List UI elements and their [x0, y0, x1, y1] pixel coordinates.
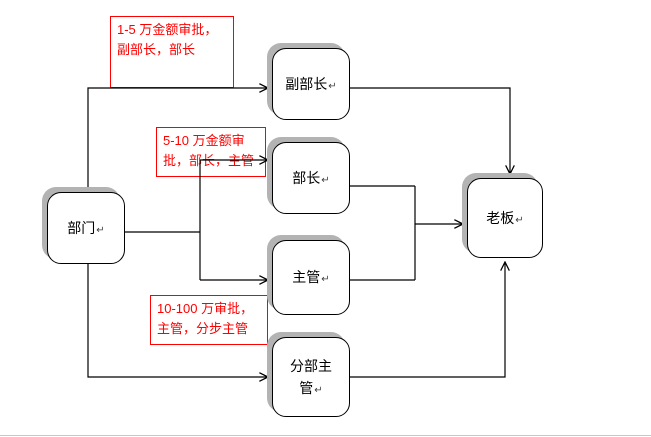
- node-label: 分部主管: [290, 357, 332, 396]
- paragraph-mark-icon: ↵: [96, 224, 105, 236]
- node-label: 副部长: [285, 75, 328, 92]
- node-boss: 老板↵: [467, 178, 543, 258]
- annotation-text: 10-100 万审批，主管，分步主管: [157, 301, 254, 336]
- node-supervisor: 主管↵: [272, 240, 350, 315]
- paragraph-mark-icon: ↵: [321, 274, 330, 286]
- paragraph-mark-icon: ↵: [328, 80, 337, 92]
- annotation-amount-10-100w: 10-100 万审批，主管，分步主管: [150, 295, 268, 345]
- node-branch-supervisor: 分部主管↵: [272, 337, 350, 417]
- node-department: 部门↵: [47, 192, 125, 264]
- connector-vice-minister-boss: [350, 87, 510, 174]
- annotation-text: 1-5 万金额审批，副部长，部长: [117, 22, 218, 57]
- paragraph-mark-icon: ↵: [321, 174, 330, 186]
- node-label: 部长: [292, 169, 321, 186]
- annotation-text: 5-10 万金额审批，部长，主管: [163, 133, 255, 168]
- page-edge-divider: [0, 435, 651, 436]
- paragraph-mark-icon: ↵: [515, 214, 524, 226]
- node-vice-minister: 副部长↵: [272, 48, 350, 120]
- node-label: 老板: [486, 209, 515, 226]
- paragraph-mark-icon: ↵: [314, 385, 323, 396]
- annotation-amount-5-10w: 5-10 万金额审批，部长，主管: [156, 127, 266, 177]
- node-minister: 部长↵: [272, 142, 350, 214]
- node-label: 部门: [67, 219, 96, 236]
- node-label: 主管: [292, 269, 321, 286]
- annotation-amount-1-5w: 1-5 万金额审批，副部长，部长: [110, 16, 234, 88]
- connector-branch-supervisor-boss: [350, 262, 505, 378]
